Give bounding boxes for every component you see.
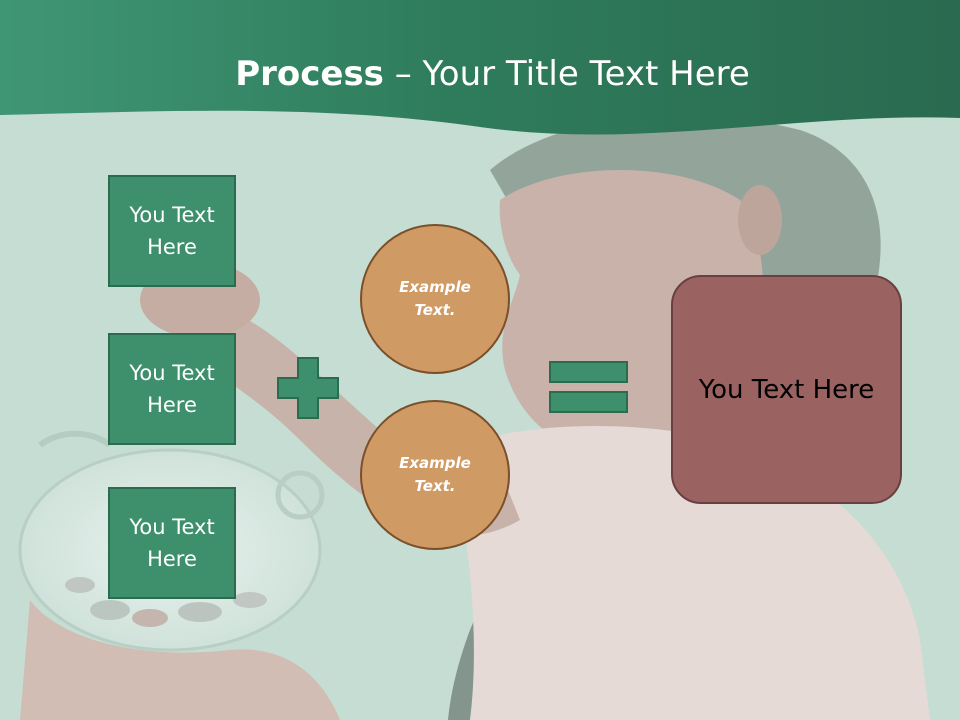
text-box-1-label: You Text Here [129, 203, 215, 259]
example-circle-2-label: Example Text. [399, 454, 471, 495]
title-emphasis: Process [235, 54, 384, 94]
equals-sign-icon [549, 361, 628, 413]
text-box-1[interactable]: You Text Here [108, 175, 236, 287]
example-circle-1[interactable]: Example Text. [360, 224, 510, 374]
slide-title: Process – Your Title Text Here [0, 50, 960, 98]
text-box-2[interactable]: You Text Here [108, 333, 236, 445]
result-box-label: You Text Here [698, 374, 875, 405]
plus-sign-icon [277, 357, 339, 419]
example-circle-2[interactable]: Example Text. [360, 400, 510, 550]
text-box-3-label: You Text Here [129, 515, 215, 571]
title-rest: – Your Title Text Here [383, 54, 750, 94]
text-box-2-label: You Text Here [129, 361, 215, 417]
result-box[interactable]: You Text Here [671, 275, 902, 504]
text-box-3[interactable]: You Text Here [108, 487, 236, 599]
example-circle-1-label: Example Text. [399, 278, 471, 319]
